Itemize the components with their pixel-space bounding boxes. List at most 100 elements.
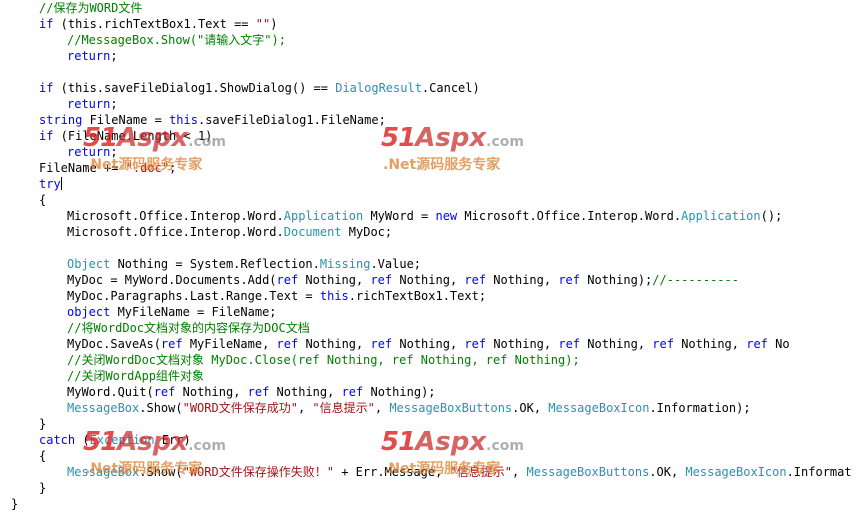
code-token: .Value; (370, 257, 422, 271)
code-token: ".doc" (125, 161, 170, 175)
code-line[interactable]: FileName += ".doc"; (39, 160, 176, 176)
code-line[interactable]: try (39, 176, 62, 192)
watermark-logo-suffix: .com (486, 438, 524, 454)
code-token: (this.saveFileDialog1.ShowDialog() == (53, 81, 336, 95)
code-token: Err) (154, 433, 191, 447)
code-token: ref (160, 337, 183, 351)
code-line[interactable]: MyDoc = MyWord.Documents.Add(ref Nothing… (67, 272, 739, 288)
code-token: Nothing); (363, 385, 436, 399)
code-token: MyFileName = FileName; (110, 305, 277, 319)
watermark-tagline: .Net源码服务专家 (383, 461, 501, 477)
code-token: MyFileName, (182, 337, 277, 351)
code-token: } (39, 417, 47, 431)
watermark-logo-number: 51 (381, 123, 416, 153)
code-token: ( (75, 433, 90, 447)
code-token: Application (283, 209, 364, 223)
code-token: .OK, (512, 401, 549, 415)
code-token: ref (652, 337, 674, 351)
code-line[interactable]: MyDoc.SaveAs(ref MyFileName, ref Nothing… (67, 336, 790, 352)
code-line[interactable]: Object Nothing = System.Reflection.Missi… (67, 256, 421, 272)
code-line[interactable]: MessageBox.Show("WORD文件保存操作失败！" + Err.Me… (67, 464, 852, 480)
code-line[interactable]: return; (67, 96, 118, 112)
code-line[interactable]: MyWord.Quit(ref Nothing, ref Nothing, re… (67, 384, 436, 400)
code-token: this (169, 113, 198, 127)
code-line[interactable]: } (11, 496, 18, 512)
code-token: MyWord.Quit( (67, 385, 154, 399)
code-token: ) (270, 17, 278, 31)
code-token: ; (110, 97, 118, 111)
code-token: Exception (89, 433, 155, 447)
watermark-logo-word: Aspx (117, 123, 189, 153)
code-token: Application (681, 209, 761, 223)
code-line[interactable]: Microsoft.Office.Interop.Word.Document M… (67, 224, 392, 240)
code-token: MessageBoxIcon (685, 465, 787, 479)
text-caret (60, 177, 62, 190)
code-line[interactable]: //关闭WordApp组件对象 (67, 368, 204, 384)
code-token: Nothing); (580, 273, 653, 287)
code-token: MessageBox (67, 465, 140, 479)
code-token: ; (110, 145, 118, 159)
code-token: //关闭WordApp组件对象 (67, 369, 205, 383)
code-line[interactable]: //关闭WordDoc文档对象 MyDoc.Close(ref Nothing,… (67, 352, 580, 368)
code-token: .Cancel) (421, 81, 480, 95)
code-token: return (67, 97, 111, 111)
watermark-logo-number: 51 (83, 427, 118, 457)
code-token: //将WordDoc文档对象的内容保存为DOC文档 (67, 321, 310, 335)
code-line[interactable]: } (39, 416, 46, 432)
code-token: ; (110, 49, 118, 63)
code-line[interactable]: } (39, 480, 46, 496)
watermark-logo: 51Aspx.com (381, 428, 524, 456)
code-line[interactable]: MyDoc.Paragraphs.Last.Range.Text = this.… (67, 288, 486, 304)
code-token: Nothing, (486, 337, 559, 351)
code-line[interactable]: if (this.saveFileDialog1.ShowDialog() ==… (39, 80, 480, 96)
code-line[interactable]: if (FileName.Length < 1) (39, 128, 212, 144)
code-token: Microsoft.Office.Interop.Word. (457, 209, 682, 223)
code-token: ref (153, 385, 176, 399)
code-line[interactable]: //MessageBox.Show("请输入文字"); (67, 32, 286, 48)
code-token: Nothing, (392, 337, 465, 351)
code-token: MyWord = (363, 209, 436, 223)
code-line[interactable]: return; (67, 48, 118, 64)
watermark-logo-number: 51 (83, 123, 118, 153)
watermark-logo-word: Aspx (415, 427, 487, 457)
code-token: (); (760, 209, 783, 223)
code-line[interactable]: return; (67, 144, 118, 160)
code-token: ref (341, 385, 364, 399)
watermark-logo-word: Aspx (117, 427, 189, 457)
code-token: ref (558, 273, 581, 287)
code-line[interactable]: //将WordDoc文档对象的内容保存为DOC文档 (67, 320, 310, 336)
code-token: .saveFileDialog1.FileName; (197, 113, 386, 127)
code-token: return (67, 49, 111, 63)
watermark-logo: 51Aspx.com (381, 124, 524, 152)
code-line[interactable]: catch (Exception Err) (39, 432, 191, 448)
code-token: , (297, 401, 313, 415)
code-token: if (39, 17, 54, 31)
code-line[interactable]: { (39, 192, 46, 208)
code-token: MyDoc; (341, 225, 393, 239)
code-line[interactable]: MessageBox.Show("WORD文件保存成功", "信息提示", Me… (67, 400, 751, 416)
watermark-logo-number: 51 (381, 427, 416, 457)
code-token: "信息提示" (312, 401, 375, 415)
code-line[interactable]: string FileName = this.saveFileDialog1.F… (39, 112, 386, 128)
code-token: MyDoc.Paragraphs.Last.Range.Text = (67, 289, 320, 303)
code-token: DialogResult (335, 81, 422, 95)
code-line[interactable]: object MyFileName = FileName; (67, 304, 277, 320)
watermark-logo: 51Aspx.com (83, 124, 226, 152)
watermark-tagline: .Net源码服务专家 (85, 461, 203, 477)
code-token: , (374, 401, 390, 415)
code-token: string (39, 113, 83, 127)
code-line[interactable]: if (this.richTextBox1.Text == "") (39, 16, 277, 32)
code-line[interactable]: Microsoft.Office.Interop.Word.Applicatio… (67, 208, 782, 224)
watermark-tagline: .Net源码服务专家 (85, 157, 203, 173)
code-token: "" (255, 17, 271, 31)
code-token: .Information); (649, 401, 751, 415)
code-token: if (39, 81, 54, 95)
code-token: ref (276, 337, 299, 351)
code-token: + Err.Message, (333, 465, 450, 479)
watermark-logo-suffix: .com (486, 134, 524, 150)
code-token: No (767, 337, 790, 351)
code-token: //---------- (652, 273, 739, 287)
code-line[interactable]: { (39, 448, 46, 464)
code-line[interactable]: //保存为WORD文件 (39, 0, 142, 16)
